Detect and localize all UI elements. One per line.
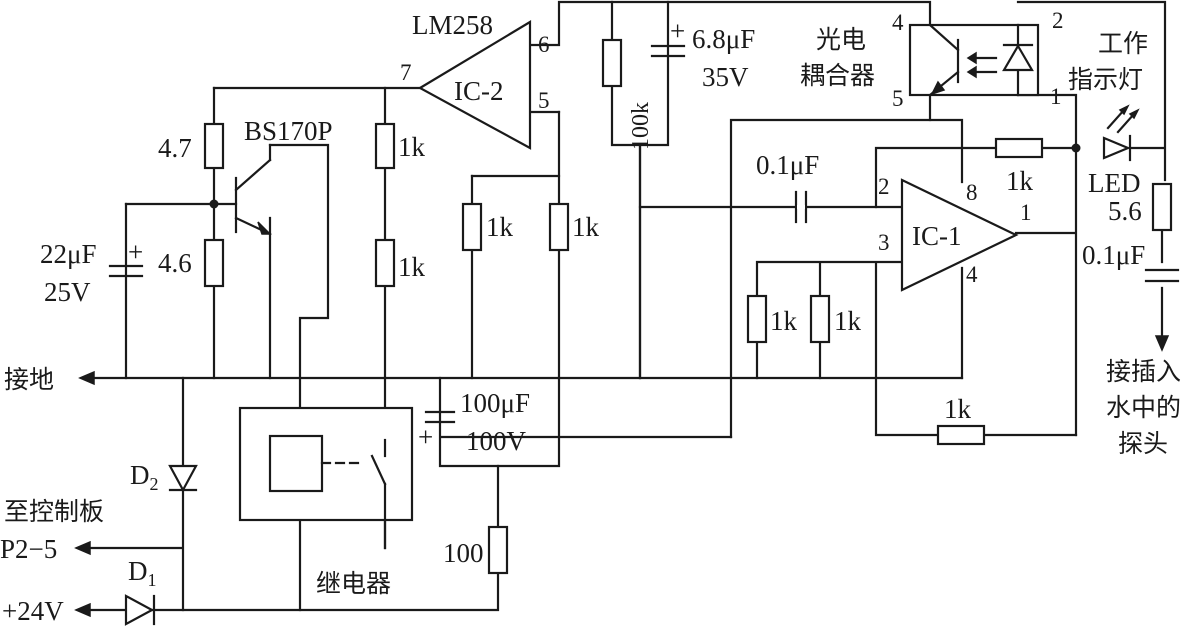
probe-label-line2: 水中的	[1106, 393, 1181, 422]
resistor-1k-d: 1k	[548, 202, 600, 252]
resistor-1k-b-label: 1k	[398, 252, 426, 282]
ic1-pin-4: 4	[966, 262, 978, 287]
capacitor-22uf-polarity: +	[128, 237, 143, 267]
opto-pin-5: 5	[892, 86, 904, 111]
resistor-1k-c-label: 1k	[486, 212, 514, 242]
capacitor-100uf: 100μF 100V +	[418, 388, 530, 456]
resistor-1k-b: 1k	[374, 238, 426, 288]
ic1-pin-1: 1	[1020, 200, 1032, 225]
ground-terminal: 接地	[4, 365, 95, 394]
led-caption-line2: 指示灯	[1068, 65, 1143, 94]
led-label: LED	[1088, 168, 1140, 198]
optocoupler: 4 5 2 1 光电 耦合器	[800, 8, 1064, 111]
control-board-label-line2: P2−5	[0, 534, 57, 564]
resistor-1k-f: 1k	[809, 294, 862, 344]
diode-d1-label: D1	[128, 556, 157, 590]
opto-pin-2: 2	[1052, 8, 1064, 33]
resistor-5-6-label: 5.6	[1108, 196, 1142, 226]
resistor-100k-label: 100k	[628, 102, 654, 150]
capacitor-100uf-polarity: +	[418, 422, 433, 452]
relay-label: 继电器	[316, 569, 391, 598]
capacitor-0-1uf-ic-label: 0.1μF	[756, 150, 819, 180]
probe-label-line3: 探头	[1118, 429, 1168, 458]
ic2-pin-out: 7	[400, 60, 412, 85]
resistor-4-6-label: 4.6	[158, 248, 192, 278]
resistor-1k-a-label: 1k	[398, 132, 426, 162]
capacitor-100uf-voltage: 100V	[466, 426, 527, 456]
resistor-4-7: 4.7	[158, 122, 225, 170]
resistor-1k-e-label: 1k	[770, 306, 798, 336]
ic1-op-amp: IC-1 2 3 1 8 4	[878, 174, 1032, 292]
capacitor-6-8uf-polarity: +	[670, 16, 685, 46]
capacitor-6-8uf: 6.8μF 35V +	[650, 16, 755, 92]
supply-terminal: +24V	[2, 596, 91, 626]
probe-label-line1: 接插入	[1106, 357, 1181, 386]
supply-label: +24V	[2, 596, 64, 626]
opto-label-line2: 耦合器	[800, 61, 875, 90]
probe-terminal: 接插入 水中的 探头	[1106, 357, 1181, 458]
capacitor-6-8uf-voltage: 35V	[702, 62, 749, 92]
opto-pin-1: 1	[1050, 84, 1062, 109]
resistor-1k-feedback-label: 1k	[1006, 166, 1034, 196]
opto-pin-4: 4	[892, 10, 904, 35]
ground-label: 接地	[4, 365, 54, 394]
ic2-pin-5: 5	[538, 88, 550, 113]
ic2-pin-6: 6	[538, 32, 550, 57]
ic2-op-amp: IC-2 LM258 7 6 5	[400, 10, 550, 150]
resistor-1k-a: 1k	[374, 122, 426, 170]
diode-d2-label: D2	[130, 460, 159, 494]
ic1-pin-8: 8	[966, 180, 978, 205]
capacitor-0-1uf-probe: 0.1μF	[1082, 240, 1180, 352]
ic1-pin-3: 3	[878, 230, 890, 255]
relay: 继电器	[238, 406, 414, 598]
control-board-label-line1: 至控制板	[4, 497, 104, 526]
ic2-part-label: LM258	[412, 10, 493, 40]
resistor-5-6: 5.6	[1108, 182, 1173, 232]
resistor-100-label: 100	[443, 538, 484, 568]
resistor-1k-bottom: 1k	[936, 394, 986, 446]
bs170p-transistor: BS170P	[234, 116, 333, 236]
ic1-pin-2: 2	[878, 174, 890, 199]
indicator-led: LED 工作 指示灯	[1068, 29, 1148, 198]
resistor-1k-d-label: 1k	[572, 212, 600, 242]
ic1-label: IC-1	[912, 221, 962, 251]
ic2-label: IC-2	[454, 76, 504, 106]
resistor-100k: 100k	[601, 38, 654, 150]
capacitor-0-1uf-probe-label: 0.1μF	[1082, 240, 1145, 270]
capacitor-6-8uf-value: 6.8μF	[692, 24, 755, 54]
capacitor-100uf-value: 100μF	[460, 388, 530, 418]
resistor-1k-f-label: 1k	[834, 306, 862, 336]
capacitor-0-1uf-ic: 0.1μF	[756, 150, 819, 224]
led-caption-line1: 工作	[1098, 29, 1148, 58]
diode-d2: D2	[130, 460, 198, 494]
transistor-part-label: BS170P	[244, 116, 333, 146]
resistor-4-7-label: 4.7	[158, 133, 192, 163]
opto-label-line1: 光电	[816, 25, 866, 54]
capacitor-22uf-value: 22μF	[40, 239, 97, 269]
resistor-1k-e: 1k	[746, 294, 798, 344]
resistor-100: 100	[443, 525, 509, 575]
resistor-1k-bottom-label: 1k	[944, 394, 972, 424]
control-board-terminal: 至控制板 P2−5	[0, 497, 104, 564]
capacitor-22uf: 22μF 25V +	[40, 237, 143, 307]
diode-d1: D1	[124, 556, 157, 626]
resistor-4-6: 4.6	[158, 238, 225, 288]
resistor-1k-c: 1k	[461, 202, 514, 252]
capacitor-22uf-voltage: 25V	[44, 277, 91, 307]
junction-dots	[209, 143, 1081, 209]
resistor-1k-feedback: 1k	[994, 137, 1044, 196]
